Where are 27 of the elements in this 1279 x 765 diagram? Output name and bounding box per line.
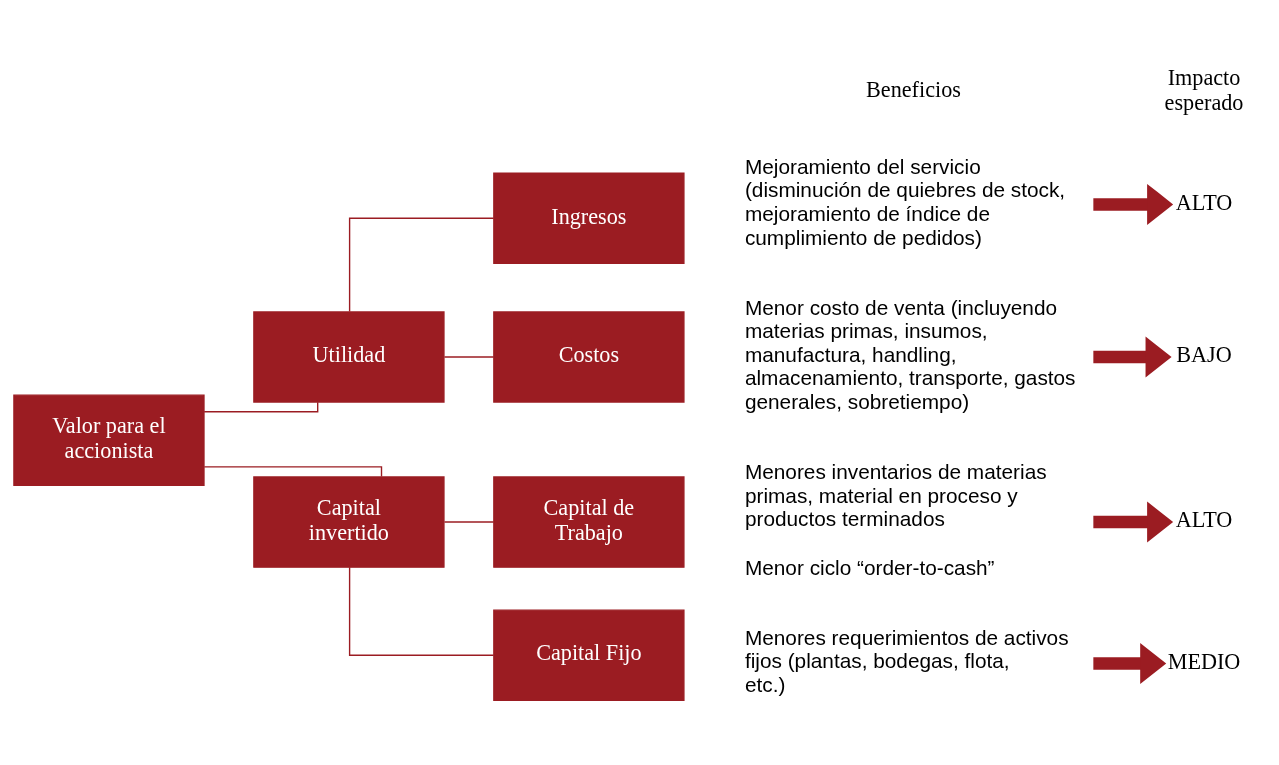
node-text: Mejoramiento del servicio (disminución de quiebres de stock, mejoramiento de índice de cumplimiento de pedidos) bbox=[744, 154, 1066, 249]
node-box: Utilidad bbox=[253, 310, 445, 403]
node-text: Menores requerimientos de activos fijos (plantas, bodegas, flota, etc.) bbox=[744, 625, 1069, 696]
node-text: ALTO bbox=[1175, 189, 1233, 215]
connector bbox=[348, 217, 495, 312]
node-box: Capital de Trabajo bbox=[493, 475, 685, 568]
label: Beneficios bbox=[866, 76, 961, 102]
connector bbox=[203, 465, 383, 477]
arrow bbox=[1093, 501, 1174, 543]
label: Impacto esperado bbox=[1164, 64, 1244, 115]
connector bbox=[443, 520, 495, 523]
connector bbox=[203, 401, 319, 412]
node-text: Menor costo de venta (incluyendo materias primas, insumos, manufactura, handling, almacenamiento, transporte, gastos generales, sobretiempo) bbox=[744, 295, 1076, 413]
arrow bbox=[1093, 336, 1172, 377]
connector bbox=[443, 355, 495, 358]
node-box: Ingresos bbox=[493, 172, 685, 264]
node-box: Capital Fijo bbox=[493, 608, 685, 701]
node-text: BAJO bbox=[1176, 341, 1232, 367]
arrow bbox=[1093, 642, 1167, 684]
connector bbox=[348, 565, 495, 656]
node-text: ALTO bbox=[1175, 506, 1233, 532]
node-text: Menores inventarios de materias primas, material en proceso y productos terminados Menor ciclo “order-to-cash” bbox=[744, 459, 1047, 579]
node-text: MEDIO bbox=[1167, 648, 1241, 674]
node-box: Costos bbox=[493, 310, 685, 403]
node-box: Capital invertido bbox=[253, 475, 445, 568]
arrow bbox=[1093, 183, 1174, 225]
node-box: Valor para el accionista bbox=[13, 393, 205, 486]
